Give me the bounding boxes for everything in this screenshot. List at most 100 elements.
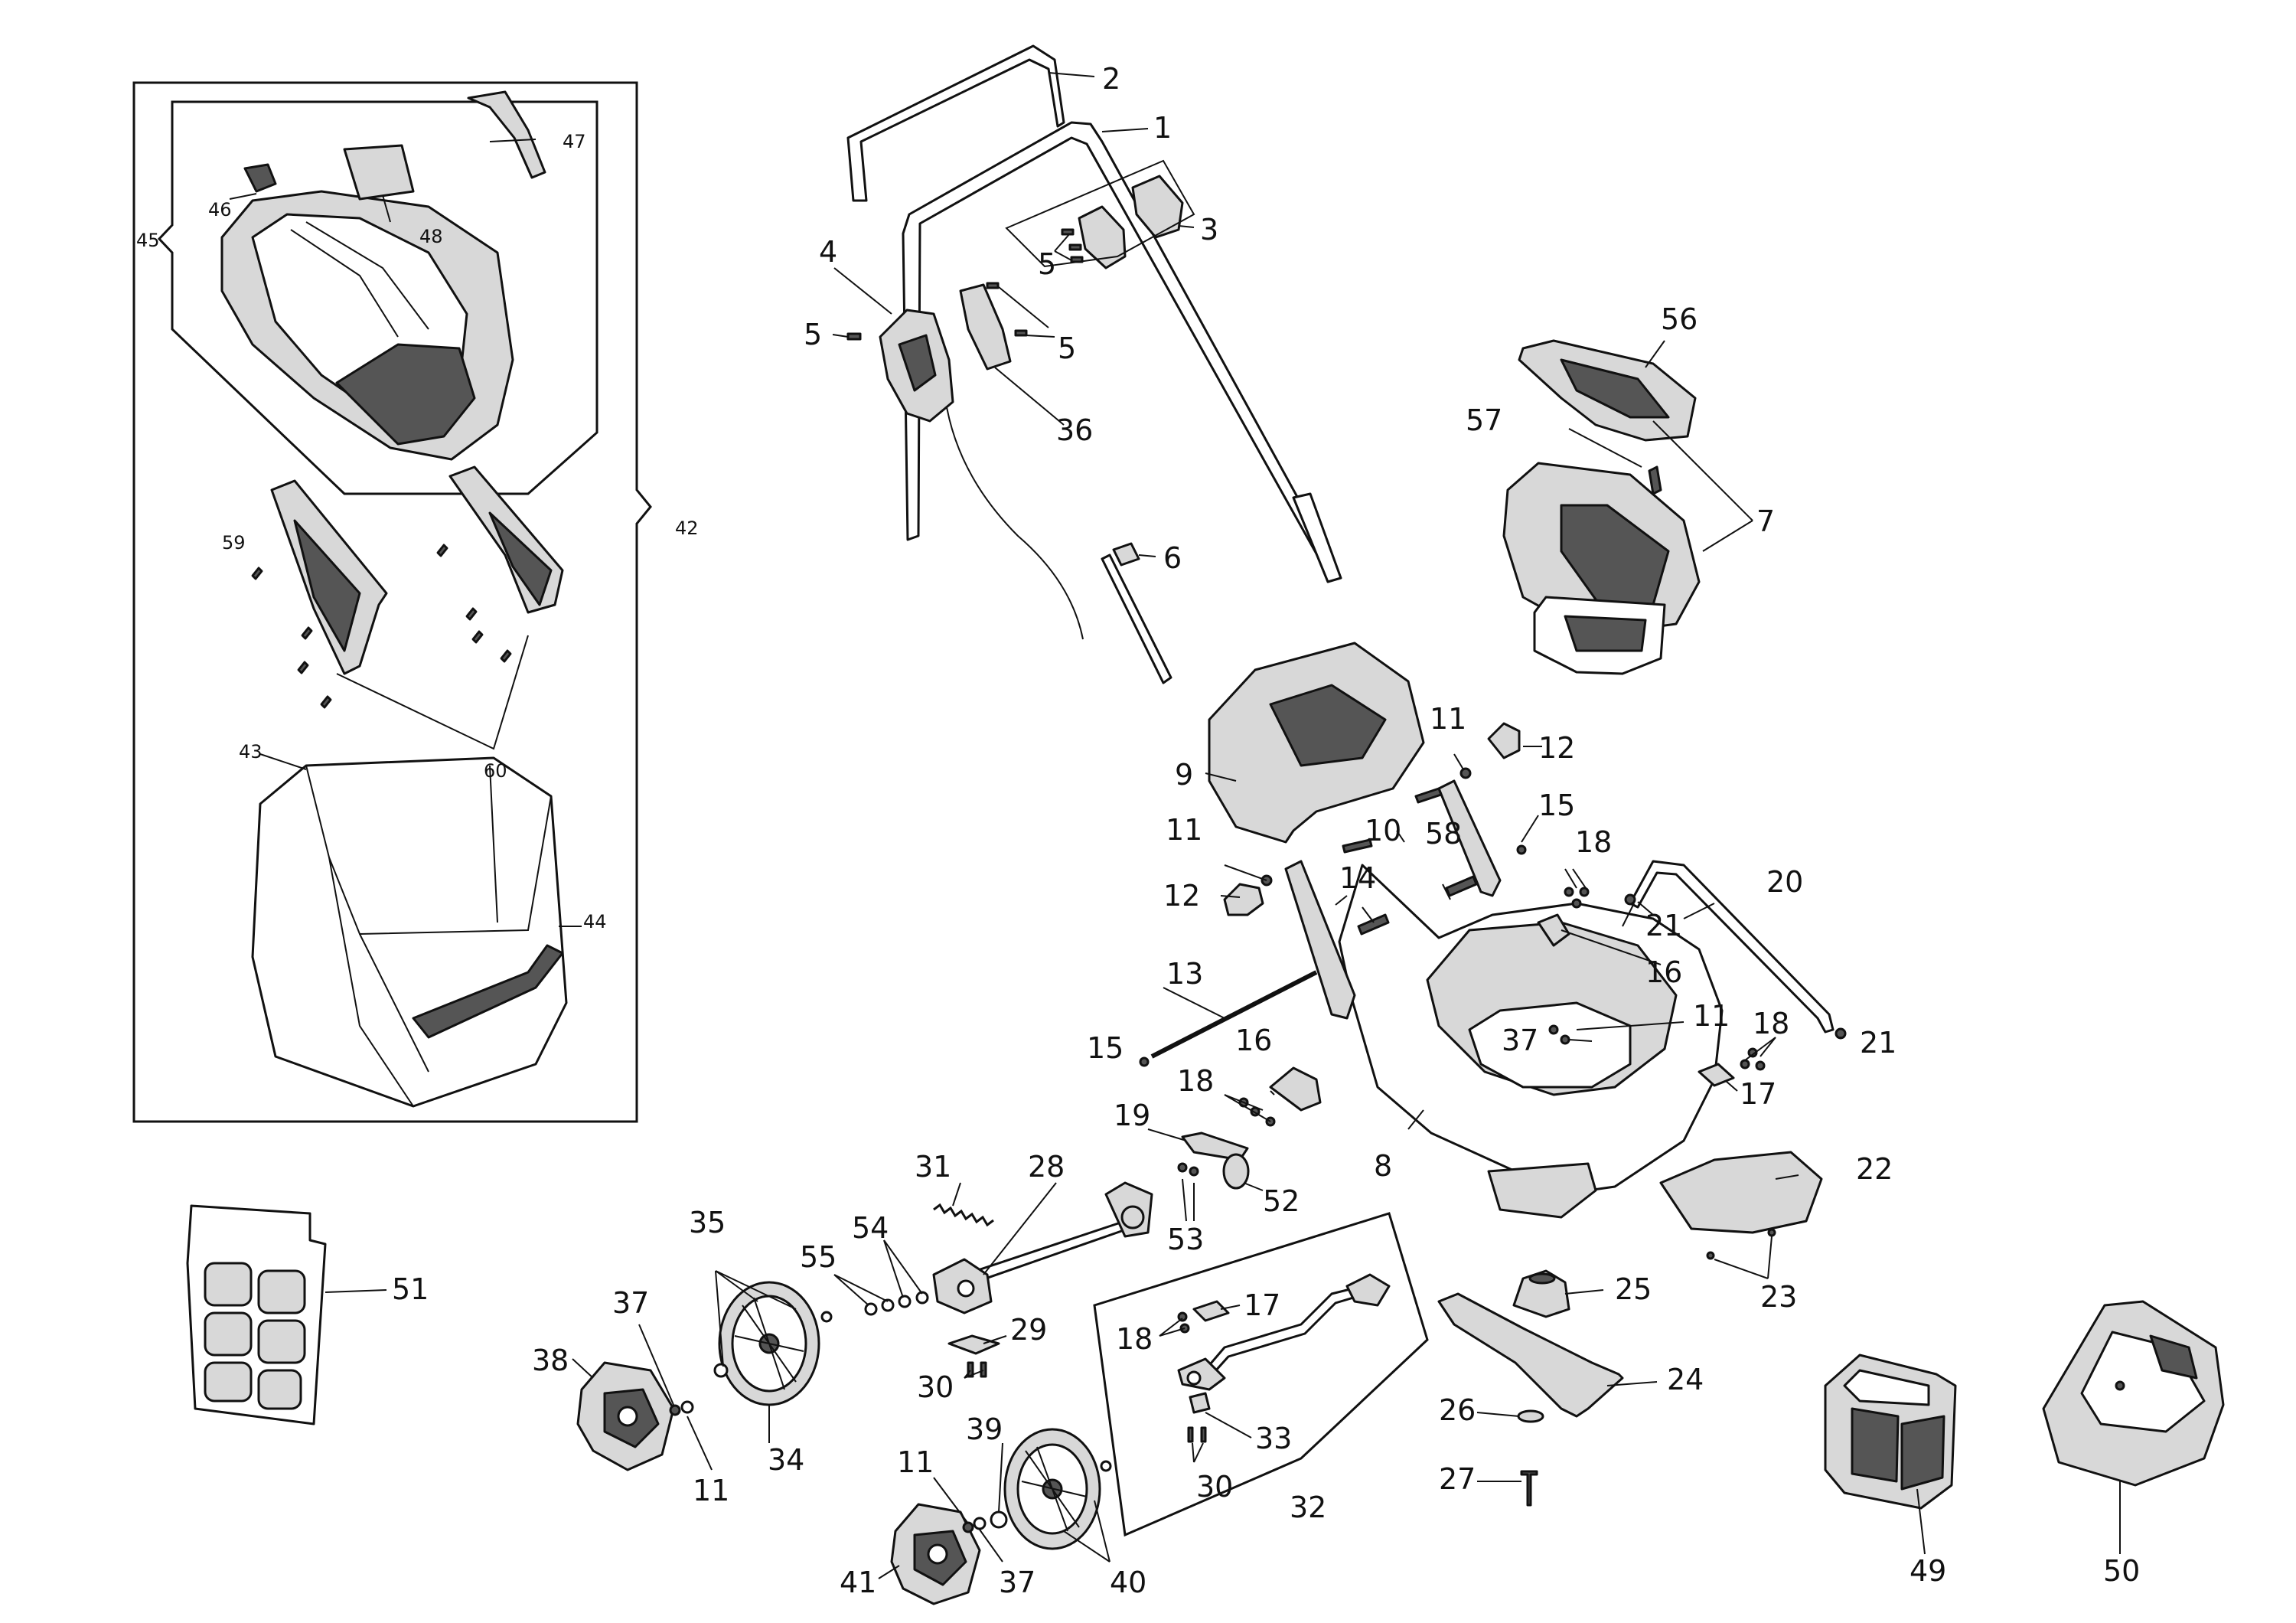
callout-17b: 17 <box>1244 1288 1280 1322</box>
axle-spring <box>933 1203 994 1227</box>
callout-5b: 5 <box>804 318 822 351</box>
switch-cover <box>959 283 1012 371</box>
control-cable <box>944 397 1084 640</box>
callout-23: 23 <box>1760 1280 1797 1314</box>
callout-12b: 12 <box>1163 879 1200 913</box>
callout-56: 56 <box>1661 302 1698 336</box>
axle-rod <box>1150 970 1318 1059</box>
axle-plate <box>947 1334 1000 1355</box>
height-adjust-rod <box>1200 1285 1368 1381</box>
callout-44: 44 <box>583 911 607 932</box>
callout-18b: 18 <box>1753 1007 1789 1040</box>
callout-18d: 18 <box>1116 1322 1153 1356</box>
callout-45: 45 <box>136 230 160 251</box>
callout-50: 50 <box>2103 1554 2140 1588</box>
grass-box-handle <box>467 90 546 179</box>
callout-42: 42 <box>675 518 699 539</box>
rear-axle <box>963 1220 1130 1286</box>
callout-40: 40 <box>1110 1566 1146 1599</box>
callout-59: 59 <box>222 532 246 554</box>
rear-flap-rod <box>1629 860 1835 1034</box>
callout-12a: 12 <box>1538 731 1575 765</box>
callout-21b: 21 <box>1860 1026 1896 1060</box>
callout-38: 38 <box>532 1344 569 1377</box>
callout-20: 20 <box>1766 865 1803 899</box>
callout-49: 49 <box>1910 1554 1946 1588</box>
front-hubcap <box>890 1503 981 1605</box>
blade-washer <box>1517 1409 1544 1423</box>
spring-left <box>1357 913 1390 936</box>
callout-15b: 15 <box>1087 1031 1124 1065</box>
callout-51: 51 <box>392 1272 429 1306</box>
rear-wheel <box>713 1281 833 1406</box>
grass-box-group <box>132 81 652 1123</box>
handle-bracket-left <box>1284 860 1356 1020</box>
callout-52: 52 <box>1263 1184 1300 1218</box>
callout-28: 28 <box>1028 1150 1065 1184</box>
mower-blade <box>1437 1292 1624 1418</box>
callout-29: 29 <box>1010 1313 1047 1347</box>
bolt <box>1342 838 1373 854</box>
callout-13: 13 <box>1166 957 1203 991</box>
grass-box-top-cover <box>220 190 514 461</box>
bail-bar <box>846 44 1065 202</box>
callout-5a: 5 <box>1038 247 1056 281</box>
bracket-rear <box>1537 913 1570 947</box>
callout-labels: 1 2 3 4 5 5 5 6 7 8 9 10 11 11 11 11 11 … <box>136 62 2140 1599</box>
upper-handle <box>902 121 1337 576</box>
rubber-pad <box>1222 1153 1250 1190</box>
callout-1: 1 <box>1153 111 1172 145</box>
callout-11b: 11 <box>1166 813 1202 847</box>
height-adjust-group <box>1093 1212 1429 1537</box>
callout-5c: 5 <box>1058 331 1076 365</box>
callout-33: 33 <box>1255 1422 1292 1455</box>
handle-knob-right <box>1487 722 1521 759</box>
grass-bag-base <box>412 944 564 1039</box>
callout-16a: 16 <box>1645 955 1682 989</box>
callout-11d: 11 <box>693 1474 729 1507</box>
blade-adapter <box>1512 1269 1570 1318</box>
callout-17a: 17 <box>1740 1077 1776 1111</box>
callout-35: 35 <box>689 1206 726 1239</box>
handle-screws <box>846 228 1084 341</box>
callout-58: 58 <box>1425 817 1462 851</box>
grass-box-side-frames <box>270 465 564 675</box>
callout-24: 24 <box>1667 1363 1704 1396</box>
blade-group <box>1437 1269 1658 1507</box>
bracket-17 <box>1698 1063 1735 1087</box>
callout-37c: 37 <box>999 1566 1035 1599</box>
callout-16b: 16 <box>1235 1024 1272 1057</box>
callout-4: 4 <box>819 235 837 269</box>
grass-bag <box>251 756 568 1108</box>
callout-25: 25 <box>1615 1272 1652 1306</box>
axle-washers <box>864 1291 929 1316</box>
callout-32: 32 <box>1290 1491 1326 1524</box>
callout-18c: 18 <box>1177 1064 1214 1098</box>
bracket-17b <box>1192 1300 1230 1322</box>
callout-60: 60 <box>484 760 507 782</box>
callout-39: 39 <box>966 1412 1003 1446</box>
callout-21a: 21 <box>1645 909 1682 942</box>
handle-bracket-right <box>1437 779 1502 897</box>
callout-41: 41 <box>840 1566 876 1599</box>
callout-57: 57 <box>1466 403 1502 437</box>
callout-37a: 37 <box>1502 1024 1538 1057</box>
callout-55: 55 <box>800 1240 837 1274</box>
callout-26: 26 <box>1439 1393 1476 1427</box>
callout-30b: 30 <box>1196 1470 1233 1504</box>
callout-37b: 37 <box>612 1286 649 1320</box>
grass-box-screws <box>251 544 512 709</box>
callout-9: 9 <box>1175 758 1193 792</box>
handle-assembly <box>846 44 1342 684</box>
callout-48: 48 <box>419 226 443 247</box>
rear-axle-group <box>833 1181 1153 1379</box>
battery-latch <box>1648 465 1662 495</box>
callout-3: 3 <box>1200 213 1218 247</box>
callout-7: 7 <box>1756 505 1775 538</box>
callout-15a: 15 <box>1538 789 1575 822</box>
callout-34: 34 <box>768 1443 804 1477</box>
battery-housing-group <box>1502 339 1753 675</box>
callout-8: 8 <box>1374 1149 1392 1183</box>
grass-box-clip <box>243 163 277 193</box>
